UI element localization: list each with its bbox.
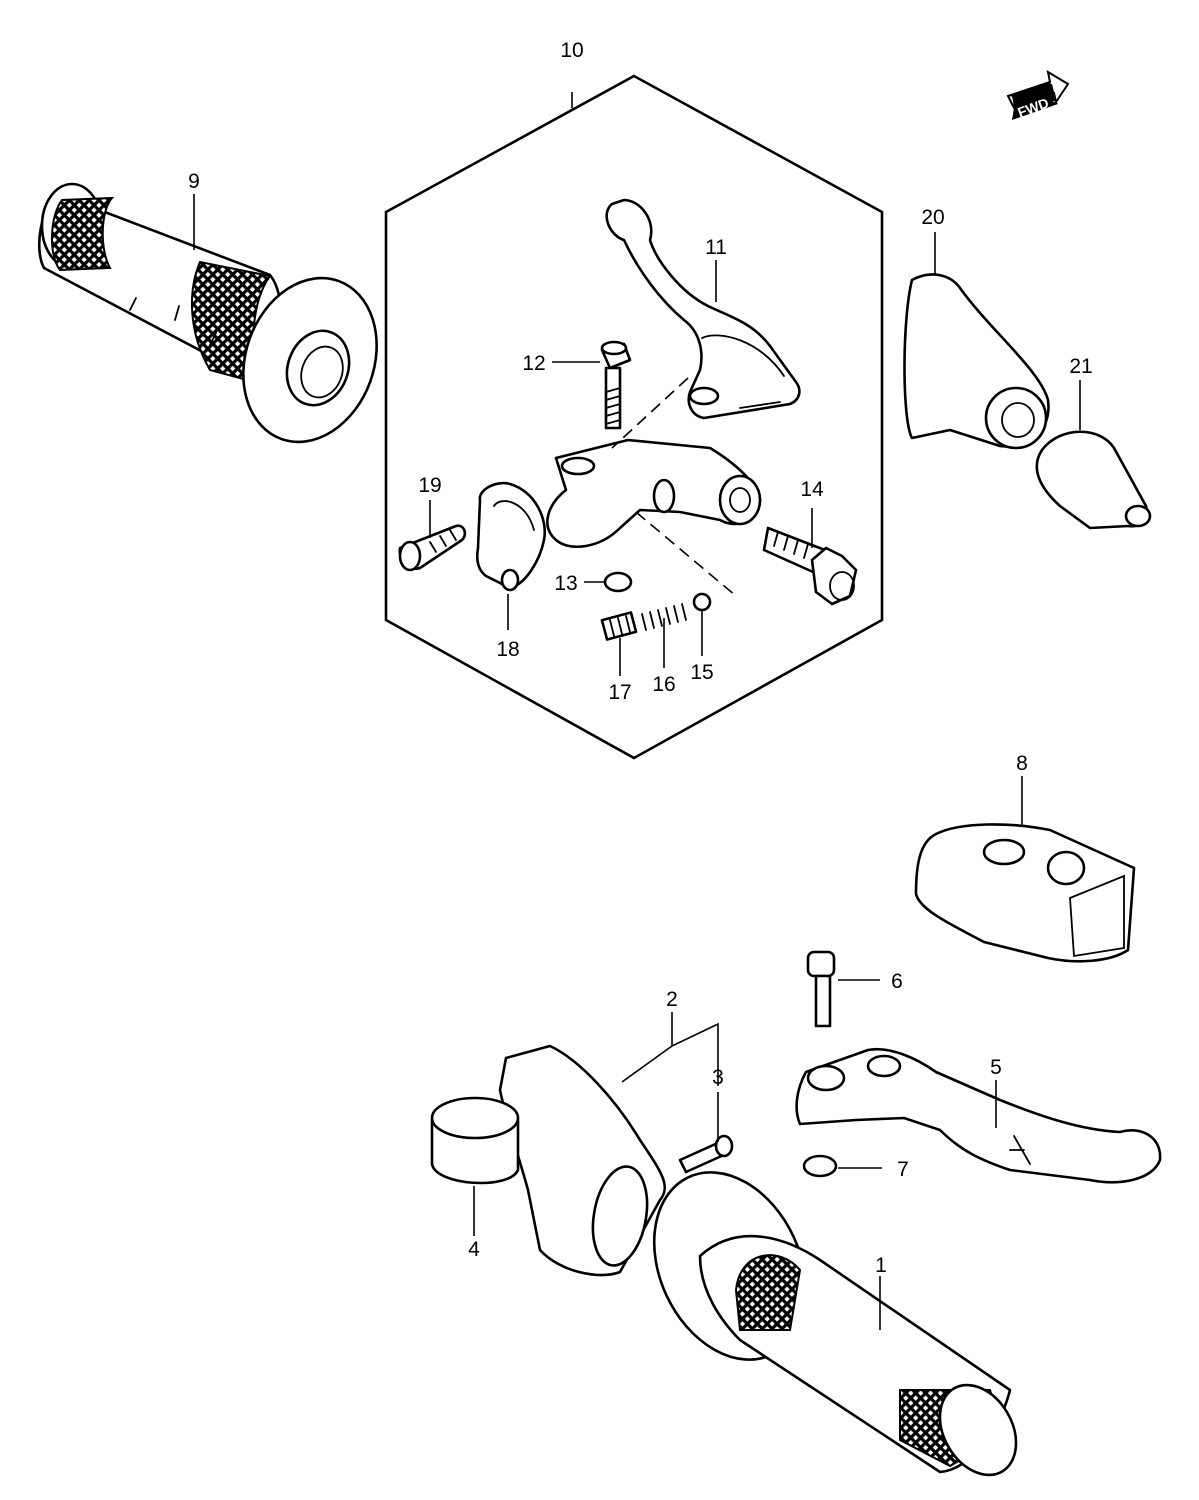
callout-8: 8	[1016, 752, 1028, 775]
callout-14: 14	[800, 478, 824, 501]
brake-lever-part-5	[795, 1047, 1162, 1184]
bolt-part-3	[678, 1134, 734, 1174]
callout-17: 17	[608, 681, 631, 704]
left-grip-part-9	[37, 182, 378, 444]
callout-7: 7	[897, 1158, 909, 1181]
adjuster-part-21	[1035, 430, 1152, 530]
callout-20: 20	[921, 206, 944, 229]
callout-19: 19	[418, 474, 441, 497]
callout-6: 6	[891, 970, 903, 993]
right-grip-part-1	[652, 1171, 1018, 1477]
spring-parts-15-16-17	[600, 592, 712, 641]
callout-10: 10	[560, 39, 583, 62]
boot-part-20	[903, 273, 1050, 450]
callout-1: 1	[875, 1254, 887, 1277]
assembly-10-outline	[384, 74, 884, 760]
callout-3: 3	[712, 1066, 724, 1089]
callout-16: 16	[652, 673, 675, 696]
clutch-lever-part-11	[605, 198, 801, 420]
callout-4: 4	[468, 1238, 480, 1261]
cover-part-8	[914, 823, 1136, 963]
callout-15: 15	[690, 661, 713, 684]
callout-5: 5	[990, 1056, 1002, 1079]
collar-part-4	[430, 1096, 520, 1185]
callout-11: 11	[705, 236, 727, 259]
clamp-part-18	[475, 481, 547, 592]
callout-9: 9	[188, 170, 200, 193]
pivot-bolt-part-6	[806, 950, 836, 1028]
callout-12: 12	[522, 352, 545, 375]
fwd-arrow-icon: FWD	[1006, 69, 1070, 120]
perch-part-2	[498, 1044, 666, 1277]
bolt-part-19	[398, 524, 467, 572]
callout-18: 18	[496, 638, 519, 661]
callout-21: 21	[1069, 355, 1092, 378]
nut-part-7	[802, 1154, 838, 1178]
nut-part-13	[603, 571, 633, 593]
bolt-part-12	[600, 340, 632, 430]
callout-13: 13	[554, 572, 577, 595]
perch-body-part-10	[546, 438, 762, 548]
adjuster-part-14	[762, 526, 858, 606]
callout-2: 2	[666, 988, 678, 1011]
